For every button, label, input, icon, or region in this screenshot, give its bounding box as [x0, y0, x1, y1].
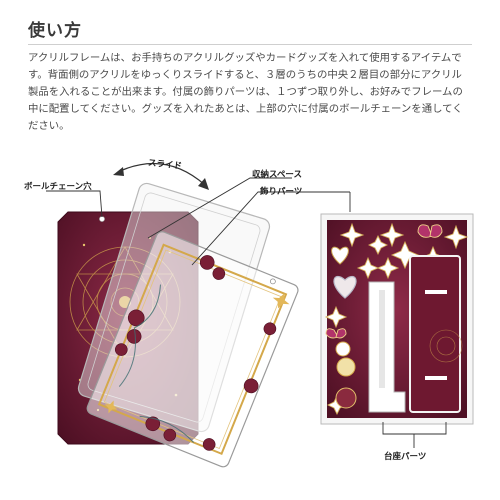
butterfly-part-icon	[325, 224, 443, 339]
leader-decoration-parts	[191, 191, 300, 266]
decorated-front-frame	[86, 231, 299, 468]
storage-space-label: 収納スペース	[252, 170, 302, 180]
decoration-parts-label: 飾りパーツ	[260, 187, 303, 197]
slide-arrow-icon	[117, 162, 206, 186]
leader-ball-chain-hole	[46, 190, 103, 218]
moon-part-icon	[336, 357, 356, 377]
heart-part-icon	[331, 246, 349, 265]
rose-decoration-icon	[114, 255, 277, 451]
ball-chain-hole-icon	[99, 216, 105, 222]
title-divider	[28, 44, 472, 45]
instructions-line: 製品を入れることが出来ます。付属の飾りパーツは、１つずつ取り外し、お好みでフレー…	[28, 86, 463, 98]
heart-part-icon	[333, 275, 357, 299]
frame-hole-icon	[270, 278, 276, 285]
stand-part-right	[409, 255, 463, 413]
page-title: 使い方	[28, 21, 82, 41]
slide-arrow-right-head-icon	[198, 178, 209, 190]
ball-chain-hole-label: ボールチェーン穴	[24, 182, 92, 192]
instructions-line: ださい。	[28, 120, 70, 132]
instructions-text: アクリルフレームは、お手持ちのアクリルグッズやカードグッズを入れて使用するアイテ…	[28, 50, 472, 135]
rose-part-icon	[335, 387, 357, 409]
decoration-parts-sheet	[320, 213, 474, 425]
instructions-line: す。背面側のアクリルをゆっくりスライドすると、３層のうちの中央２層目の部分にアク…	[28, 69, 462, 81]
slide-arrow-left-head-icon	[113, 167, 124, 176]
rose-part-icon	[335, 341, 351, 357]
stand-part-left	[368, 281, 406, 413]
stand-parts-label: 台座パーツ	[384, 452, 427, 462]
leader-storage-space	[147, 177, 292, 239]
instructions-line: 中に配置してください。グッズを入れたあとは、上部の穴に付属のボールチェーンを通し…	[28, 103, 463, 115]
instructions-line: アクリルフレームは、お手持ちのアクリルグッズやカードグッズを入れて使用するアイテ…	[28, 52, 462, 64]
stand-parts-bracket	[382, 422, 447, 435]
